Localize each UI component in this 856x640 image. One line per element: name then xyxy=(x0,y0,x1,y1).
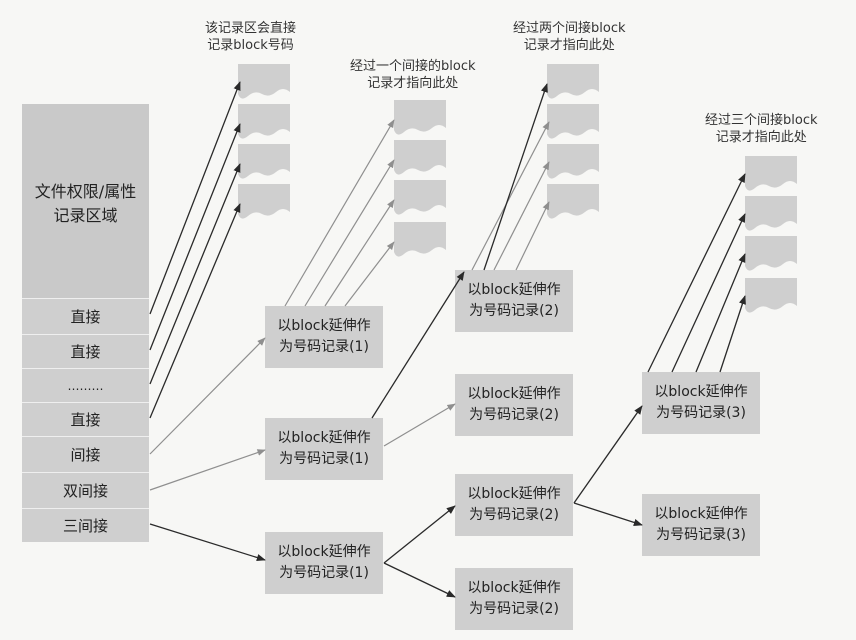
pointer-block-triple-l1: 以block延伸作 为号码记录(1) xyxy=(265,532,383,594)
caption-single-line1: 经过一个间接的block xyxy=(350,59,476,74)
caption-double-indirect: 经过两个间接block 记录才指向此处 xyxy=(513,20,626,54)
data-block-triple-4 xyxy=(745,278,797,313)
box-text-line1: 以block延伸作 xyxy=(277,430,371,446)
pointer-block-triple-l2-b: 以block延伸作 为号码记录(2) xyxy=(455,568,573,630)
caption-direct-line1: 该记录区会直接 xyxy=(205,21,297,36)
data-block-direct-2 xyxy=(238,104,290,139)
box-text-line1: 以block延伸作 xyxy=(277,318,371,334)
double-indirect-arrows xyxy=(149,121,550,491)
box-text-line1: 以block延伸作 xyxy=(654,384,748,400)
data-block-triple-2 xyxy=(745,196,797,231)
caption-direct-line2: 记录block号码 xyxy=(207,38,294,53)
data-block-triple-1 xyxy=(745,156,797,191)
direct-slot-3: 直接 xyxy=(22,402,149,436)
box-text-line2: 为号码记录(1) xyxy=(279,339,369,355)
direct-slot-1: 直接 xyxy=(22,298,149,334)
triple-indirect-arrows xyxy=(149,173,746,598)
box-text-line1: 以block延伸作 xyxy=(467,386,561,402)
caption-double-line2: 记录才指向此处 xyxy=(523,38,615,53)
box-text-line2: 为号码记录(3) xyxy=(656,405,746,421)
box-text-line2: 为号码记录(2) xyxy=(469,303,559,319)
caption-triple-line1: 经过三个间接block xyxy=(705,113,818,128)
box-text-line2: 为号码记录(3) xyxy=(656,527,746,543)
data-block-single-2 xyxy=(394,140,446,175)
caption-direct: 该记录区会直接 记录block号码 xyxy=(205,20,296,54)
caption-triple-indirect: 经过三个间接block 记录才指向此处 xyxy=(705,112,818,146)
pointer-block-triple-l2-a: 以block延伸作 为号码记录(2) xyxy=(455,474,573,536)
attribute-region-label-line2: 记录区域 xyxy=(53,206,118,225)
caption-single-indirect: 经过一个间接的block 记录才指向此处 xyxy=(350,58,476,92)
data-block-double-4 xyxy=(547,184,599,219)
box-text-line1: 以block延伸作 xyxy=(467,580,561,596)
caption-triple-line2: 记录才指向此处 xyxy=(715,130,807,145)
pointer-block-triple-l3-a: 以block延伸作 为号码记录(3) xyxy=(642,372,760,434)
pointer-block-single-l1: 以block延伸作 为号码记录(1) xyxy=(265,306,383,368)
data-block-direct-1 xyxy=(238,64,290,99)
double-indirect-dark-arrows xyxy=(371,83,548,419)
box-text-line2: 为号码记录(1) xyxy=(279,451,369,467)
single-indirect-arrows xyxy=(149,119,395,455)
caption-single-line2: 记录才指向此处 xyxy=(367,76,459,91)
data-block-triple-3 xyxy=(745,236,797,271)
box-text-line2: 为号码记录(2) xyxy=(469,601,559,617)
data-block-double-2 xyxy=(547,104,599,139)
pointer-block-triple-l3-b: 以block延伸作 为号码记录(3) xyxy=(642,494,760,556)
ellipsis-slot: ……… xyxy=(22,368,149,402)
pointer-block-double-l2-mid: 以block延伸作 为号码记录(2) xyxy=(455,374,573,436)
direct-arrows xyxy=(149,81,241,419)
attribute-region-label-line1: 文件权限/属性 xyxy=(34,182,137,201)
pointer-block-double-l1: 以block延伸作 为号码记录(1) xyxy=(265,418,383,480)
box-text-line1: 以block延伸作 xyxy=(277,544,371,560)
data-block-double-3 xyxy=(547,144,599,179)
data-block-double-1 xyxy=(547,64,599,99)
caption-double-line1: 经过两个间接block xyxy=(513,21,626,36)
box-text-line1: 以block延伸作 xyxy=(654,506,748,522)
data-block-direct-3 xyxy=(238,144,290,179)
data-block-single-3 xyxy=(394,180,446,215)
indirect-slot: 间接 xyxy=(22,436,149,472)
data-block-single-1 xyxy=(394,100,446,135)
attribute-region-label: 文件权限/属性 记录区域 xyxy=(22,180,149,228)
box-text-line1: 以block延伸作 xyxy=(467,486,561,502)
data-block-direct-4 xyxy=(238,184,290,219)
direct-slot-2: 直接 xyxy=(22,334,149,368)
box-text-line2: 为号码记录(1) xyxy=(279,565,369,581)
box-text-line2: 为号码记录(2) xyxy=(469,407,559,423)
data-block-single-4 xyxy=(394,222,446,257)
box-text-line2: 为号码记录(2) xyxy=(469,507,559,523)
triple-indirect-slot: 三间接 xyxy=(22,508,149,542)
double-indirect-slot: 双间接 xyxy=(22,472,149,508)
pointer-block-double-l2-top: 以block延伸作 为号码记录(2) xyxy=(455,270,573,332)
box-text-line1: 以block延伸作 xyxy=(467,282,561,298)
